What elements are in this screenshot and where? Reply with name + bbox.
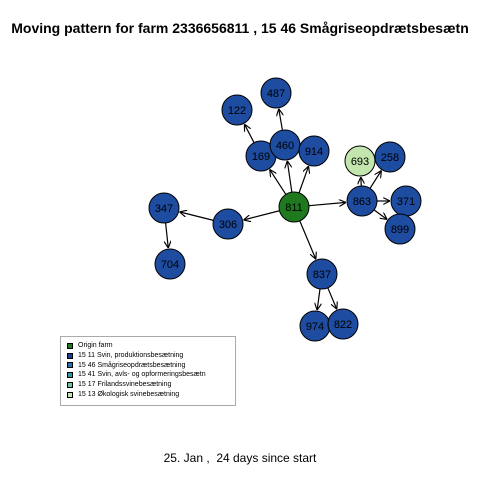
node-circle	[306, 258, 338, 290]
legend-swatch	[67, 372, 73, 379]
node-circle	[212, 208, 244, 240]
edge-811-169	[270, 169, 287, 195]
legend-swatch	[67, 362, 73, 369]
node-899: 899	[384, 213, 416, 245]
node-347: 347	[148, 192, 180, 224]
node-371: 371	[390, 185, 422, 217]
edge-811-460	[287, 161, 293, 193]
node-label: 347	[155, 203, 173, 215]
node-487: 487	[260, 77, 292, 109]
node-label: 371	[397, 196, 415, 208]
node-label: 704	[161, 259, 179, 271]
edge-811-914	[298, 166, 309, 194]
node-914: 914	[298, 135, 330, 167]
legend-item-weaner: 15 46 Smågriseopdrætsbesætning	[67, 361, 235, 371]
node-label: 258	[381, 152, 399, 164]
node-circle	[374, 141, 406, 173]
node-circle	[148, 192, 180, 224]
node-811: 811	[278, 191, 310, 223]
node-label: 822	[334, 319, 352, 331]
node-837: 837	[306, 258, 338, 290]
legend-label: 15 46 Smågriseopdrætsbesætning	[78, 361, 186, 369]
legend-swatch	[67, 382, 73, 389]
node-122: 122	[221, 94, 253, 126]
edge-306-347	[180, 212, 214, 221]
legend-label: 15 11 Svin, produktionsbesætning	[78, 351, 184, 359]
node-306: 306	[212, 208, 244, 240]
node-label: 306	[219, 219, 237, 231]
legend-label: 15 13 Økologisk svinebesætning	[78, 390, 180, 398]
node-460: 460	[269, 129, 301, 161]
legend-item-production: 15 11 Svin, produktionsbesætning	[67, 351, 235, 361]
node-circle	[221, 94, 253, 126]
node-circle	[154, 248, 186, 280]
node-circle	[344, 145, 376, 177]
legend-label: 15 41 Svin, avls- og opformeringsbesætn	[78, 371, 206, 379]
edge-863-258	[369, 170, 381, 189]
node-circle	[384, 213, 416, 245]
edge-837-974	[317, 288, 320, 310]
edge-863-899	[373, 209, 387, 220]
edge-layer	[166, 109, 390, 310]
node-label: 487	[267, 88, 285, 100]
legend-swatch	[67, 352, 73, 359]
legend-item-organic: 15 13 Økologisk svinebesætning	[67, 390, 235, 400]
edge-811-306	[243, 210, 280, 220]
legend-item-outdoor: 15 17 Frilandssvinebesætning	[67, 380, 235, 390]
date-caption: 25. Jan , 24 days since start	[163, 451, 317, 465]
edge-837-822	[327, 287, 337, 309]
node-label: 899	[391, 224, 409, 236]
edge-347-704	[166, 222, 169, 248]
node-label: 837	[313, 269, 331, 281]
node-label: 863	[353, 196, 371, 208]
edge-811-863	[308, 202, 346, 205]
node-974: 974	[299, 310, 331, 342]
edge-811-837	[299, 220, 316, 259]
node-circle	[327, 308, 359, 340]
node-layer: 811 306 347 704 169 122 460 487 914 863 693 258 371 8…	[148, 77, 422, 342]
node-label: 122	[228, 105, 246, 117]
legend-item-origin: Origin farm	[67, 341, 235, 351]
node-704: 704	[154, 248, 186, 280]
node-label: 974	[306, 321, 324, 333]
legend-swatch	[67, 391, 73, 398]
node-169: 169	[245, 140, 277, 172]
legend-label: Origin farm	[78, 342, 113, 349]
node-circle	[346, 185, 378, 217]
legend-label: 15 17 Frilandssvinebesætning	[78, 381, 172, 389]
legend-item-breeding: 15 41 Svin, avls- og opformeringsbesætn	[67, 370, 235, 380]
node-label: 693	[351, 156, 369, 168]
node-258: 258	[374, 141, 406, 173]
node-822: 822	[327, 308, 359, 340]
node-label: 914	[305, 146, 323, 158]
node-label: 811	[285, 202, 303, 214]
legend-swatch	[67, 342, 73, 349]
node-label: 460	[276, 140, 294, 152]
legend: Origin farm 15 11 Svin, produktionsbesæt…	[60, 336, 236, 406]
node-label: 169	[252, 151, 270, 163]
node-693: 693	[344, 145, 376, 177]
chart-title: Moving pattern for farm 2336656811 , 15 …	[11, 20, 469, 36]
node-circle	[278, 191, 310, 223]
node-863: 863	[346, 185, 378, 217]
node-circle	[260, 77, 292, 109]
edge-169-122	[244, 124, 255, 143]
node-circle	[298, 135, 330, 167]
edge-460-487	[279, 109, 283, 131]
